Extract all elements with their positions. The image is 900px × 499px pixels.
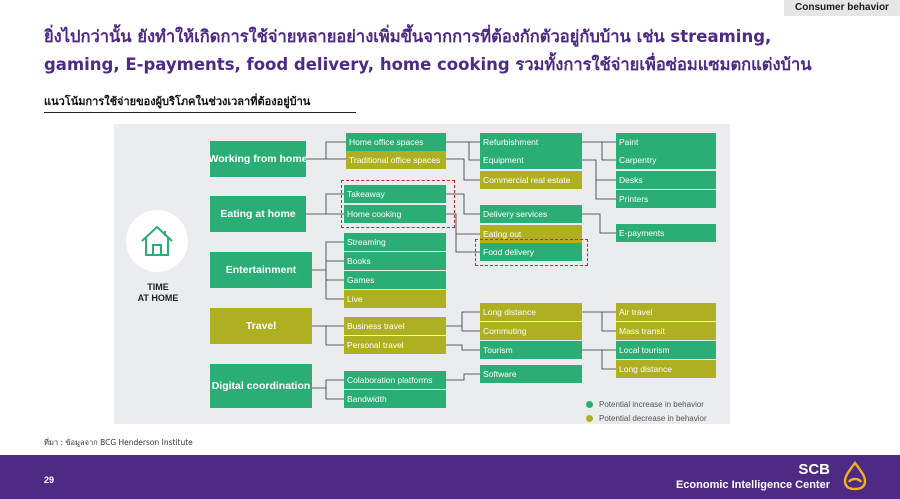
item-live: Live	[344, 290, 446, 308]
page-headline: ยิ่งไปกว่านั้น ยังทำให้เกิดการใช้จ่ายหลา…	[44, 23, 844, 79]
brand-block: SCB Economic Intelligence Center	[676, 461, 830, 492]
page-number: 29	[44, 475, 55, 485]
brand-subtitle: Economic Intelligence Center	[675, 479, 830, 491]
item-long-distance-travel: Long distance	[480, 303, 582, 321]
category-travel: Travel	[210, 308, 312, 344]
category-eating-at-home: Eating at home	[210, 196, 306, 232]
legend-dot-decrease	[586, 414, 593, 422]
item-equipment: Equipment	[480, 151, 582, 169]
legend-increase: Potential increase in behavior	[586, 398, 704, 410]
item-takeaway: Takeaway	[344, 185, 446, 203]
diagram-subtitle: แนวโน้มการใช้จ่ายของผู้บริโภคในช่วงเวลาท…	[44, 92, 356, 113]
time-label-line-2: AT HOME	[137, 293, 179, 303]
item-eating-out: Eating out	[480, 225, 582, 243]
item-e-payments: E-payments	[616, 224, 716, 242]
footer-bar: 29 SCB Economic Intelligence Center	[0, 455, 900, 499]
item-games: Games	[344, 271, 446, 289]
category-working-from-home: Working from home	[210, 141, 306, 177]
time-label-line-1: TIME	[147, 282, 169, 292]
brand-name: SCB	[798, 461, 830, 478]
item-tourism: Tourism	[480, 341, 582, 359]
item-air-travel: Air travel	[616, 303, 716, 321]
item-software: Software	[480, 365, 582, 383]
legend-decrease-label: Potential decrease in behavior	[599, 413, 707, 423]
scb-logo-icon	[843, 461, 867, 491]
house-icon	[141, 225, 173, 256]
item-mass-transit: Mass transit	[616, 322, 716, 340]
item-books: Books	[344, 252, 446, 270]
legend-increase-label: Potential increase in behavior	[599, 399, 704, 409]
headline-line-2: gaming, E-payments, food delivery, home …	[44, 55, 812, 74]
headline-line-1: ยิ่งไปกว่านั้น ยังทำให้เกิดการใช้จ่ายหลา…	[44, 27, 772, 46]
item-home-cooking: Home cooking	[344, 205, 446, 223]
highlight-food-delivery	[475, 239, 588, 266]
legend-dot-increase	[586, 400, 593, 408]
item-printers: Printers	[616, 190, 716, 208]
item-paint: Paint	[616, 133, 716, 151]
highlight-eating-home	[341, 180, 455, 228]
diagram-panel: TIME AT HOME Working from home Eating at…	[114, 124, 730, 424]
time-at-home-circle	[126, 210, 188, 272]
item-local-tourism: Local tourism	[616, 341, 716, 359]
item-food-delivery: Food delivery	[480, 243, 582, 261]
connector-lines	[306, 141, 616, 400]
item-delivery-services: Delivery services	[480, 205, 582, 223]
item-home-office-spaces: Home office spaces	[346, 133, 446, 151]
item-commuting: Commuting	[480, 322, 582, 340]
category-digital-coordination: Digital coordination	[210, 364, 312, 408]
item-commercial-real-estate: Commercial real estate	[480, 171, 582, 189]
time-at-home-label: TIME AT HOME	[120, 282, 196, 304]
item-collaboration-platforms: Colaboration platforms	[344, 371, 446, 389]
item-bandwidth: Bandwidth	[344, 390, 446, 408]
item-carpentry: Carpentry	[616, 151, 716, 169]
item-refurbishment: Refurbishment	[480, 133, 582, 151]
item-personal-travel: Personal travel	[344, 336, 446, 354]
item-desks: Desks	[616, 171, 716, 189]
source-note: ที่มา : ข้อมูลจาก BCG Henderson Institut…	[44, 438, 193, 447]
legend-decrease: Potential decrease in behavior	[586, 412, 707, 424]
item-traditional-office-spaces: Traditional office spaces	[346, 151, 446, 169]
section-tag: Consumer behavior	[784, 0, 900, 16]
item-business-travel: Business travel	[344, 317, 446, 335]
item-long-distance-tourism: Long distance	[616, 360, 716, 378]
category-entertainment: Entertainment	[210, 252, 312, 288]
item-streaming: Streaming	[344, 233, 446, 251]
